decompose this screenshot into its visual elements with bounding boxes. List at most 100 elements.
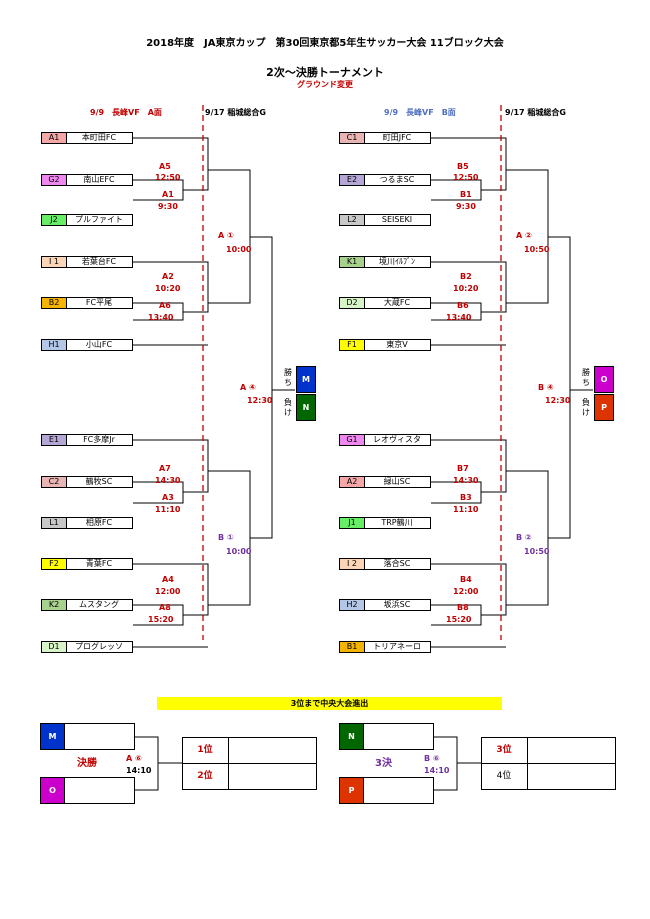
team-code: K1 [340,257,365,267]
right-win-label: 勝ち [582,368,590,387]
left-match-a7-time: 14:30 [155,476,181,485]
team-code: F2 [42,559,67,569]
team-code: D2 [340,298,365,308]
team-name: 境川ｲﾙﾌﾞﾝ [379,257,415,266]
right-match-b4-label: B4 [460,575,472,584]
team-name: 青葉FC [85,559,113,568]
left-round2-a-time: 10:00 [226,245,252,254]
right-match-b4-time: 12:00 [453,587,479,596]
team-name: 小山FC [85,340,113,349]
team-code: B1 [340,642,365,652]
team-name: プルファイト [75,215,123,224]
team-code: H2 [340,600,365,610]
left-team-8: C2 鶴牧SC [41,476,133,488]
third-match-label: B ⑥ [424,754,440,763]
left-match-a2-label: A2 [162,272,174,281]
team-code: A1 [42,133,67,143]
right-final-label: B ④ [538,383,554,392]
team-code: L1 [42,518,67,528]
final-label: 決勝 [77,758,97,769]
central-tournament-banner: 3位まで中央大会進出 [157,697,502,710]
team-name: つるまSC [379,175,415,184]
ground-change-note: グラウンド変更 [297,80,353,89]
left-team-1: A1 本町田FC [41,132,133,144]
team-name: 南山EFC [83,175,115,184]
right-match-b3-time: 11:10 [453,505,479,514]
right-match-b6-time: 13:40 [446,313,472,322]
fourth-place-label: 4位 [496,771,512,781]
team-code: C2 [42,477,67,487]
day-divider-lines [202,105,502,640]
left-team-12: D1 プログレッソ [41,641,133,653]
team-code: G1 [340,435,365,445]
final-match-time: 14:10 [126,766,152,775]
team-name: 緑山SC [383,477,411,486]
third-bottom-code: P [339,777,364,804]
team-name: 鶴牧SC [85,477,113,486]
left-match-a5-label: A5 [159,162,171,171]
team-code: L2 [340,215,365,225]
right-lose-label: 負け [582,398,590,417]
right-bracket-lines [431,137,593,648]
team-code: I 2 [340,559,365,569]
right-day2-label: 9/17 稲城総合G [505,108,566,117]
left-day1-label: 9/9 長峰VF A面 [90,108,162,117]
team-name: 町田JFC [382,133,412,142]
team-code: F1 [340,340,365,350]
right-match-b1-time: 9:30 [456,202,476,211]
left-match-a6-line [133,261,209,313]
left-final-label: A ④ [240,383,256,392]
tournament-subtitle: 2次～決勝トーナメント [266,66,384,79]
right-match-b3-label: B3 [460,493,472,502]
third-place-label: 3位 [496,745,512,755]
third-top-code: N [339,723,364,750]
right-team-12: B1 トリアネーロ [339,641,431,653]
team-code: E1 [42,435,67,445]
left-match-a1-label: A1 [162,190,174,199]
left-team-3: J2 プルファイト [41,214,133,226]
right-match-b8-label: B8 [457,603,469,612]
left-match-a6-label: A6 [159,301,171,310]
left-round2-a-label: A ① [218,231,234,240]
left-match-a4-label: A4 [162,575,174,584]
team-code: G2 [42,175,67,185]
right-day1-label: 9/9 長峰VF B面 [384,108,456,117]
team-code: D1 [42,642,67,652]
left-match-a5-time: 12:50 [155,173,181,182]
document-title: 2018年度 JA東京カップ 第30回東京都5年生サッカー大会 11ブロック大会 [146,38,504,49]
right-match-b2-label: B2 [460,272,472,281]
final-bottom-code: O [40,777,65,804]
team-code: A2 [340,477,365,487]
left-match-a4-time: 12:00 [155,587,181,596]
final-top-code: M [40,723,65,750]
team-name: ムスタング [79,600,119,609]
finals-lines [135,736,481,791]
right-match-b6-label: B6 [457,301,469,310]
left-match-a7-line [133,439,209,493]
right-round2-a-time: 10:50 [524,245,550,254]
left-team-11: K2 ムスタング [41,599,133,611]
team-code: J2 [42,215,67,225]
right-round2-a-label: A ② [516,231,532,240]
right-match-b8-time: 15:20 [446,615,472,624]
left-match-a8-time: 15:20 [148,615,174,624]
left-day2-label: 9/17 稲城総合G [205,108,266,117]
team-code: C1 [340,133,365,143]
right-match-b2-time: 10:20 [453,284,479,293]
team-code: K2 [42,600,67,610]
team-name: プログレッソ [75,642,123,651]
left-round2-b-label: B ① [218,533,234,542]
team-name: トリアネーロ [373,642,421,651]
left-winner-box: M [296,366,316,393]
right-final-time: 12:30 [545,396,571,405]
left-match-a8-line [133,563,209,616]
team-name: 本町田FC [81,133,117,142]
team-name: 若葉台FC [81,257,117,266]
